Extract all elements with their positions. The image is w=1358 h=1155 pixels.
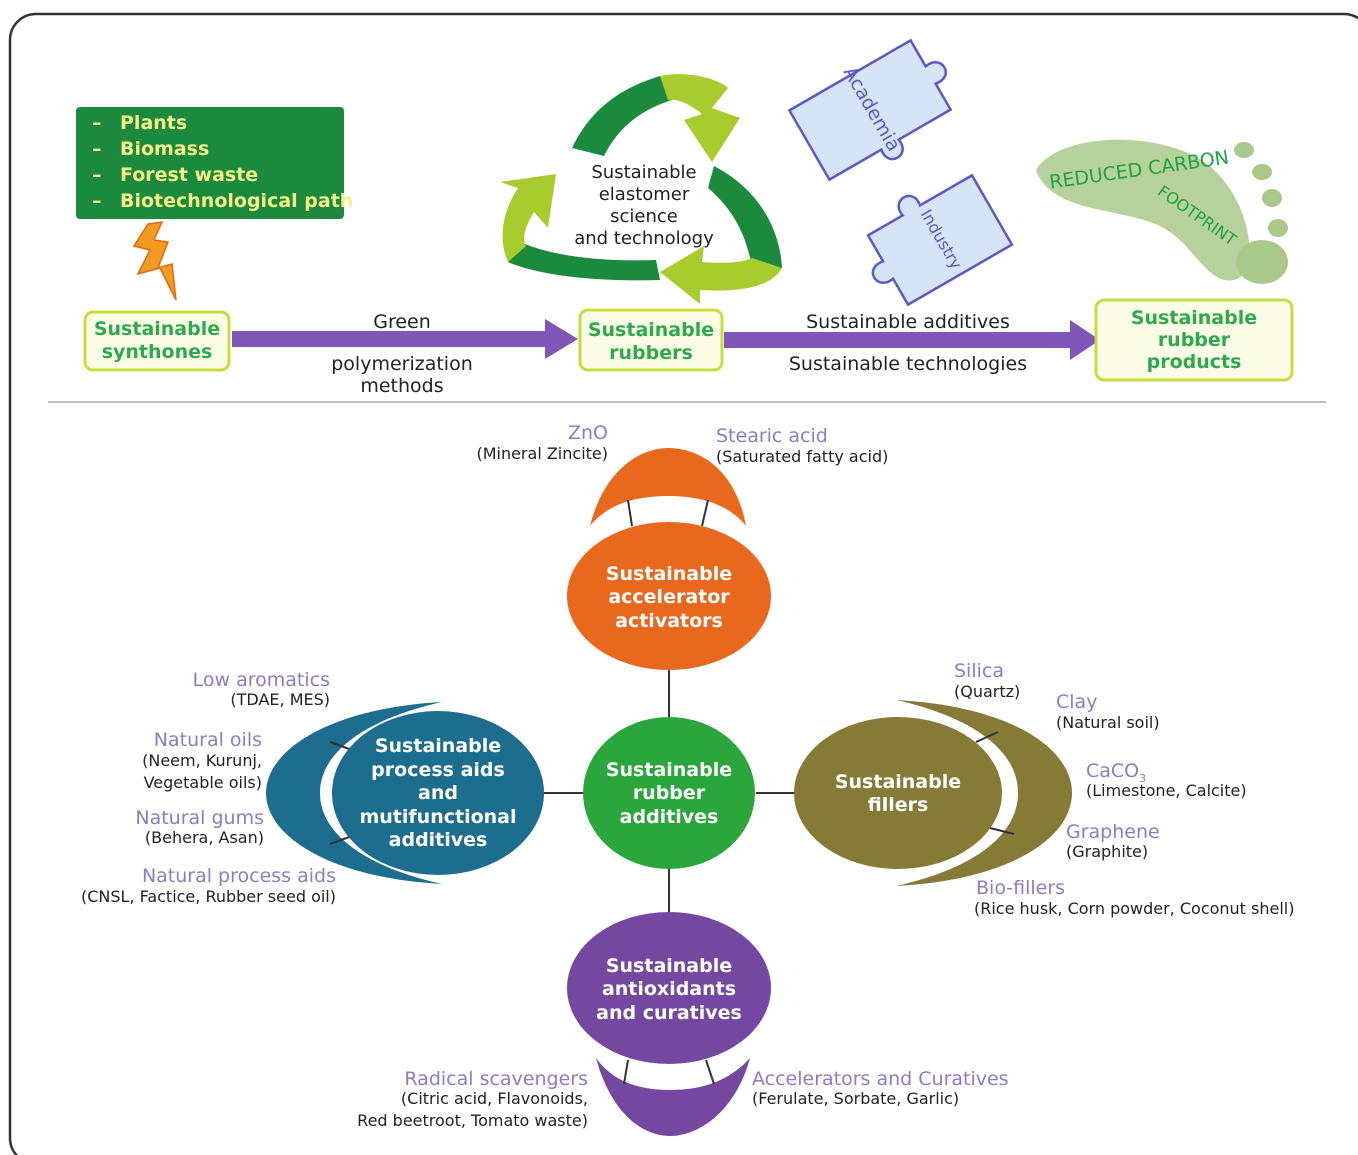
outer-frame [8, 12, 1358, 1155]
fillers-label: Sustainable [835, 771, 961, 793]
fillers-node: Sustainable fillers [794, 700, 1072, 886]
additive-desc: (TDAE, MES) [230, 690, 330, 709]
additive-desc: (Limestone, Calcite) [1086, 781, 1247, 800]
accelerator-label: accelerator [608, 586, 730, 608]
additive-desc: (Neem, Kurunj, [142, 751, 262, 770]
additive-name: Silica [954, 660, 1004, 682]
additive-desc: (Natural soil) [1056, 713, 1160, 732]
antiox-label: and curatives [596, 1002, 742, 1024]
source-item: Forest waste [120, 164, 258, 186]
rubbers-label: rubbers [609, 342, 693, 364]
process-crescent [266, 702, 442, 884]
additive-desc: Red beetroot, Tomato waste) [357, 1111, 588, 1130]
additive-desc: (Saturated fatty acid) [716, 447, 888, 466]
additive-desc: (Mineral Zincite) [476, 444, 608, 463]
additive-desc: (Quartz) [954, 682, 1020, 701]
additive-desc: (Graphite) [1066, 842, 1148, 861]
caco-name: CaCO [1086, 760, 1139, 782]
antiox-label: Sustainable [606, 955, 732, 977]
source-item: Biomass [120, 138, 209, 160]
accelerator-label: activators [615, 610, 723, 632]
process-label: Sustainable [375, 735, 501, 757]
additive-desc: (Rice husk, Corn powder, Coconut shell) [974, 899, 1295, 918]
additive-desc: (Citric acid, Flavonoids, [401, 1089, 588, 1108]
additive-name: Accelerators and Curatives [752, 1068, 1009, 1090]
process-label: additives [389, 829, 488, 851]
accelerator-crescent [590, 448, 746, 526]
hub-connectors [544, 668, 796, 912]
products-box: Sustainable rubber products [1094, 298, 1294, 382]
additive-name: Low aromatics [193, 669, 330, 691]
antiox-crescent [596, 1058, 750, 1136]
additive-name: Stearic acid [716, 425, 828, 447]
svg-text:–: – [92, 190, 102, 212]
additive-name: Graphene [1066, 821, 1160, 843]
footprint-icon: REDUCED CARBON FOOTPRINT [1036, 139, 1288, 284]
synthones-box: Sustainable synthones [83, 310, 231, 372]
arrow2-label-top: Sustainable additives [806, 311, 1010, 333]
arrow-sustainable-additives: Sustainable additives Sustainable techno… [724, 311, 1100, 375]
rubbers-label: Sustainable [588, 319, 714, 341]
center-label: rubber [633, 782, 706, 804]
synthones-label: Sustainable [94, 318, 220, 340]
center-label: Sustainable [606, 759, 732, 781]
center-label: additives [620, 806, 719, 828]
additive-name: ZnO [568, 422, 608, 444]
products-label: products [1147, 351, 1242, 373]
fillers-crescent [896, 700, 1072, 886]
svg-text:–: – [92, 112, 102, 134]
additive-name: Natural gums [135, 807, 264, 829]
additive-name: Natural oils [154, 729, 262, 751]
fillers-label: fillers [868, 794, 929, 816]
cycle-text: science [610, 206, 678, 227]
svg-text:–: – [92, 164, 102, 186]
arrow-green-polymerization: Green polymerization methods [232, 311, 578, 397]
rubbers-box: Sustainable rubbers [578, 308, 724, 372]
arrow1-label-bottom: methods [360, 375, 443, 397]
cycle-text: and technology [574, 228, 714, 249]
additive-name: Bio-fillers [976, 877, 1065, 899]
process-node: Sustainable process aids and mutifunctio… [266, 702, 544, 884]
cycle-text: elastomer [599, 184, 690, 205]
antiox-node: Sustainable antioxidants and curatives [567, 912, 771, 1136]
additive-name: Clay [1056, 691, 1097, 713]
products-label: Sustainable [1131, 307, 1257, 329]
puzzle-icon: Academia Industry [787, 38, 1014, 307]
arrow2-label-bottom: Sustainable technologies [789, 353, 1027, 375]
additive-desc: (CNSL, Factice, Rubber seed oil) [81, 887, 336, 906]
caco-subscript: 3 [1139, 772, 1146, 785]
svg-text:–: – [92, 138, 102, 160]
antiox-label: antioxidants [602, 978, 736, 1000]
additive-desc: (Behera, Asan) [145, 828, 264, 847]
accelerator-node: Sustainable accelerator activators [567, 448, 771, 670]
arrow1-label-top: Green [373, 311, 431, 333]
synthones-label: synthones [102, 341, 213, 363]
additive-desc: (Ferulate, Sorbate, Garlic) [752, 1089, 959, 1108]
center-node: Sustainable rubber additives [583, 717, 755, 869]
cycle-text: Sustainable [591, 162, 696, 183]
accelerator-label: Sustainable [606, 563, 732, 585]
additive-name: CaCO3 [1086, 760, 1146, 785]
sources-box: –Plants –Biomass –Forest waste –Biotechn… [76, 107, 353, 219]
process-label: process aids [371, 759, 505, 781]
source-item: Plants [120, 112, 187, 134]
sources-list: –Plants –Biomass –Forest waste –Biotechn… [92, 112, 353, 212]
recycle-cycle-icon: Sustainable elastomer science and techno… [500, 74, 782, 304]
products-label: rubber [1158, 329, 1231, 351]
additive-name: Natural process aids [142, 865, 336, 887]
lightning-icon [132, 221, 177, 301]
process-label: and [418, 782, 458, 804]
arrow1-label-bottom: polymerization [331, 353, 473, 375]
process-label: mutifunctional [359, 806, 516, 828]
additive-desc: Vegetable oils) [144, 773, 262, 792]
additive-name: Radical scavengers [404, 1068, 588, 1090]
source-item: Biotechnological path [120, 190, 353, 212]
